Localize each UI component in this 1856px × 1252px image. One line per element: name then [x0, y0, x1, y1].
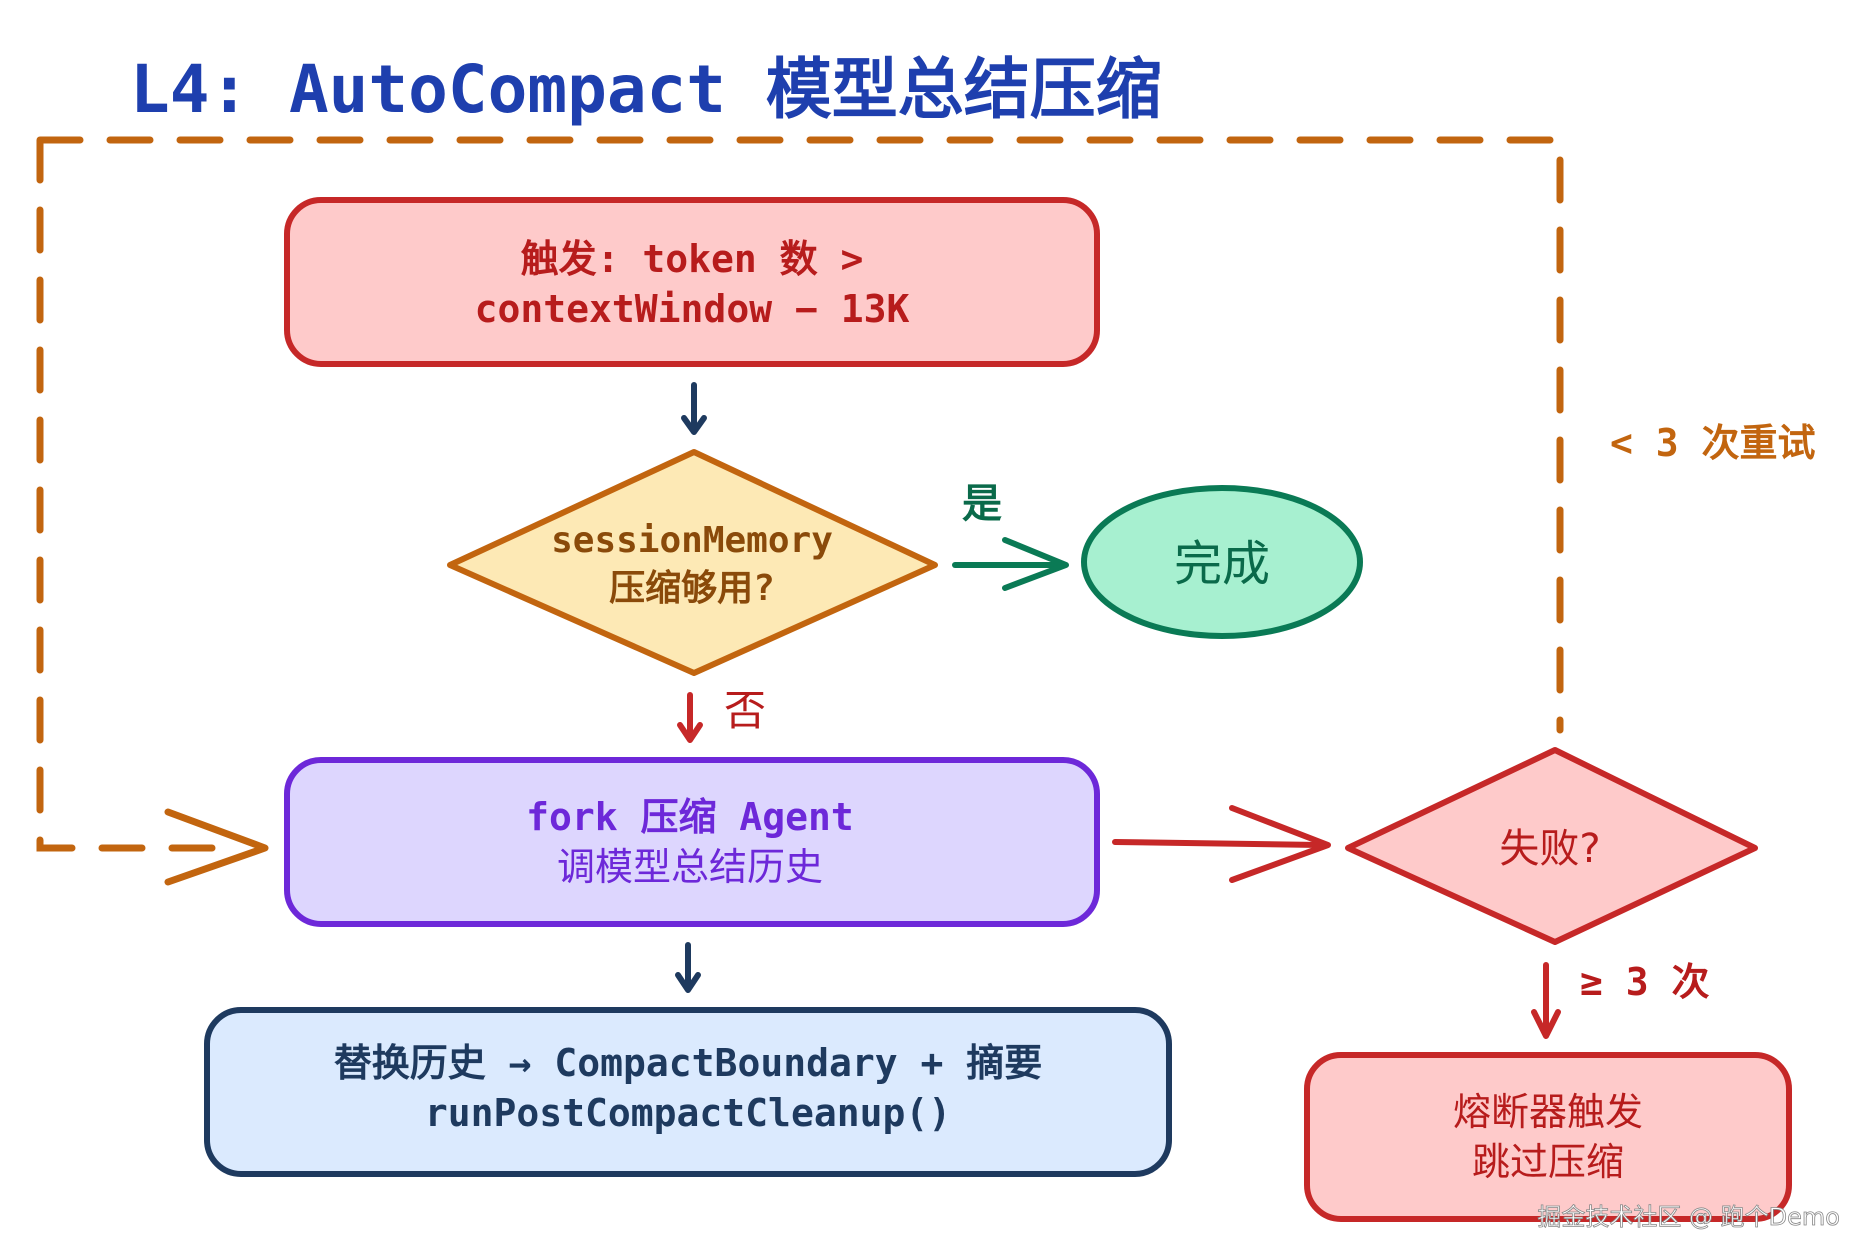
arrowhead-trigger-to-session — [681, 415, 707, 435]
fork-text-line1: fork 压缩 Agent — [526, 795, 854, 839]
breaker-text-line2: 跳过压缩 — [1472, 1140, 1624, 1184]
session-memory-decision — [447, 449, 938, 676]
breaker-text-line1: 熔断器触发 — [1453, 1090, 1643, 1134]
session-decision-line2: 压缩够用? — [609, 568, 775, 609]
replace-history-box — [204, 1007, 1172, 1177]
retry-loop-arrowhead — [164, 808, 269, 886]
retry-loop-dashed-line — [36, 136, 1564, 852]
session-decision-line1: sessionMemory — [551, 520, 833, 561]
done-label: 完成 — [1174, 536, 1270, 592]
fail-decision — [1345, 747, 1758, 945]
fork-text-line2: 调模型总结历史 — [557, 845, 823, 889]
retry-label: < 3 次重试 — [1610, 421, 1816, 465]
replace-text-line2: runPostCompactCleanup() — [425, 1091, 951, 1135]
arrowhead-fork-to-fail — [1229, 805, 1331, 883]
replace-text-line1: 替换历史 → CompactBoundary + 摘要 — [334, 1041, 1042, 1085]
trigger-box — [284, 197, 1100, 367]
arrowhead-yes-to-done — [1002, 537, 1069, 591]
fail-label: 失败? — [1499, 826, 1600, 872]
circuit-breaker-box — [1304, 1052, 1792, 1222]
ge3-label: ≥ 3 次 — [1580, 960, 1710, 1004]
trigger-text-line2: contextWindow − 13K — [475, 287, 910, 331]
watermark: 掘金技术社区 @ 跑个Demo — [1537, 1203, 1840, 1231]
yes-label: 是 — [962, 481, 1002, 527]
diagram-title: L4: AutoCompact 模型总结压缩 — [130, 51, 1162, 128]
arrow-fork-to-fail — [1112, 839, 1323, 848]
arrowhead-fork-to-replace — [675, 972, 701, 993]
fork-agent-box — [284, 757, 1100, 927]
no-label: 否 — [724, 686, 766, 735]
done-node — [1081, 485, 1363, 639]
arrowhead-no-to-fork — [677, 722, 703, 743]
trigger-text-line1: 触发: token 数 > — [521, 237, 864, 281]
arrowhead-fail-to-breaker — [1531, 1009, 1561, 1039]
